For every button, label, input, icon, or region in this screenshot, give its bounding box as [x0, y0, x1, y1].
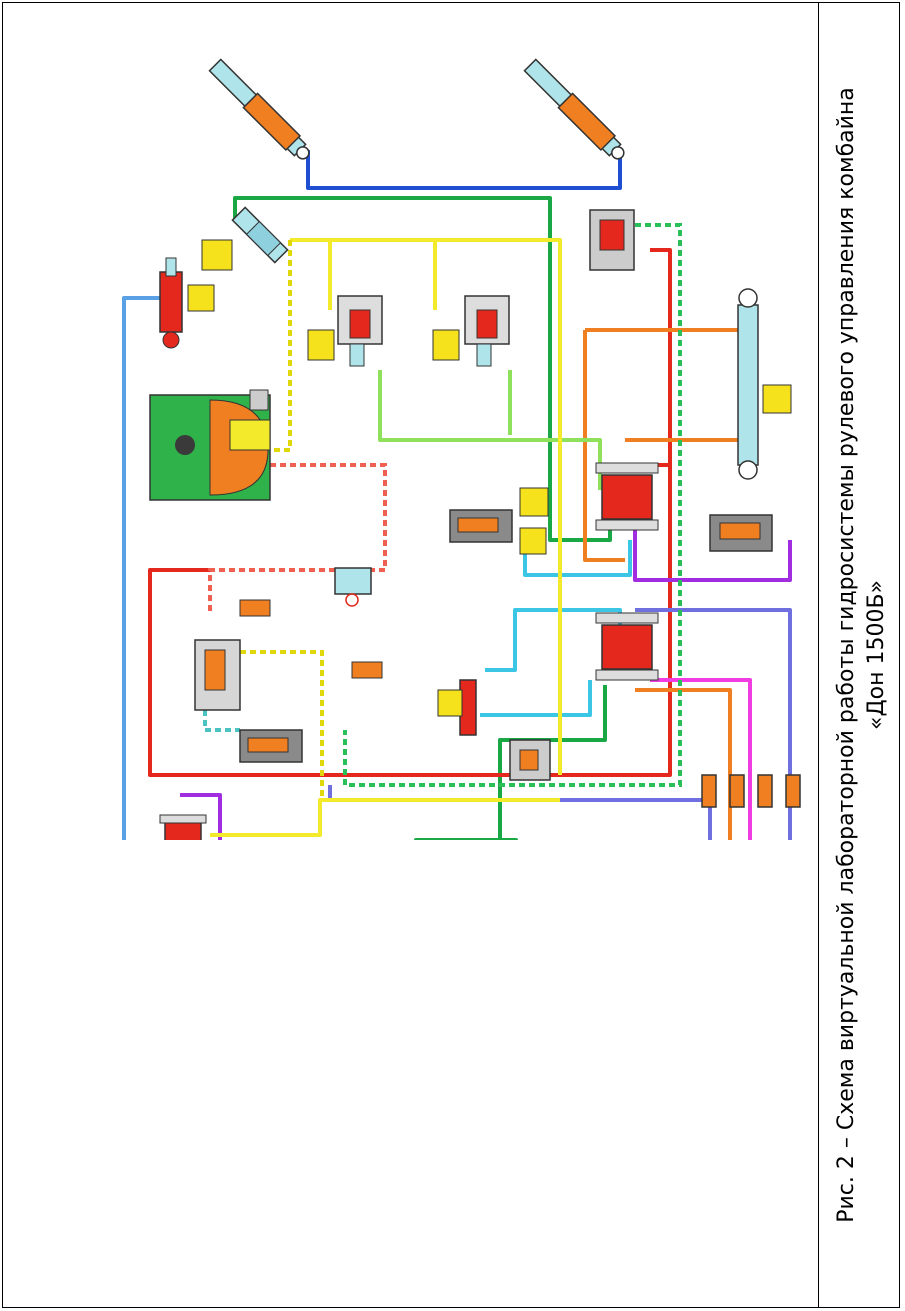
line-cyan-low: [480, 680, 592, 717]
caption-divider: [818, 2, 819, 1308]
caption-line-2: «Дон 1500Б»: [864, 579, 889, 731]
quick-couplings: [701, 774, 801, 808]
hydrocylinder-reel: [231, 206, 289, 264]
flow-divider-right: [464, 295, 510, 367]
hydraulic-scheme-diagram: РОСТСЕЛЬМАШ: [122, 58, 801, 840]
line-dashed-yellow: [270, 240, 292, 452]
line-purple-left: [180, 793, 222, 840]
symbol-plate-icon: [201, 239, 233, 271]
line-green-lower: [414, 685, 607, 840]
line-lightblue-left: [122, 296, 160, 840]
symbol-plate-icon: [187, 284, 215, 312]
line-lightgreen: [378, 370, 602, 490]
figure-caption: Рис. 2 – Схема виртуальной лабораторной …: [832, 5, 892, 1305]
line-yellow-left: [210, 798, 560, 837]
symbol-plate-icon: [437, 689, 463, 717]
distributor-lower: [595, 612, 659, 681]
line-dashed-red: [208, 463, 387, 615]
pressure-valve-right: [709, 514, 773, 552]
hydraulic-tank: [149, 389, 271, 501]
hydraulic-motor: [334, 567, 372, 607]
check-valve-small: [239, 599, 383, 679]
line-magenta: [650, 678, 752, 840]
distributor-left: [159, 814, 207, 840]
safety-valve-block: [194, 639, 241, 711]
steering-cylinder-left: [208, 58, 310, 160]
line-orange-dist: [583, 330, 625, 562]
steering-unit: [589, 209, 635, 271]
line-purple: [633, 500, 792, 582]
distributor-upper: [595, 462, 659, 531]
line-blue-top: [306, 150, 622, 190]
line-yellow-top: [290, 238, 562, 775]
line-dashed-yellow2: [230, 650, 324, 800]
line-red-main: [148, 248, 672, 777]
pressure-valve-left: [239, 729, 303, 763]
steering-cylinder-right: [523, 58, 625, 160]
line-violet-right: [635, 608, 792, 840]
line-green-main: [233, 196, 612, 542]
line-dashed-green-right: [343, 223, 682, 787]
flow-divider-left: [337, 295, 383, 367]
symbol-plate-icon: [519, 527, 547, 555]
symbol-plate-icon: [432, 329, 460, 361]
symbol-plate-icon: [519, 487, 549, 517]
symbol-plate-icon: [762, 384, 792, 414]
check-valve-center: [509, 739, 551, 781]
line-cyan-top: [523, 540, 632, 577]
pressure-valve-upper: [449, 509, 513, 543]
line-violet-bottom: [328, 785, 712, 840]
hydrocylinder-header-lift: [159, 257, 183, 349]
symbol-plate-icon: [307, 329, 335, 361]
hydrocylinder-right-vertical: [737, 288, 759, 480]
line-orange-lower: [635, 688, 732, 840]
caption-line-1: Рис. 2 – Схема виртуальной лабораторной …: [834, 87, 859, 1223]
